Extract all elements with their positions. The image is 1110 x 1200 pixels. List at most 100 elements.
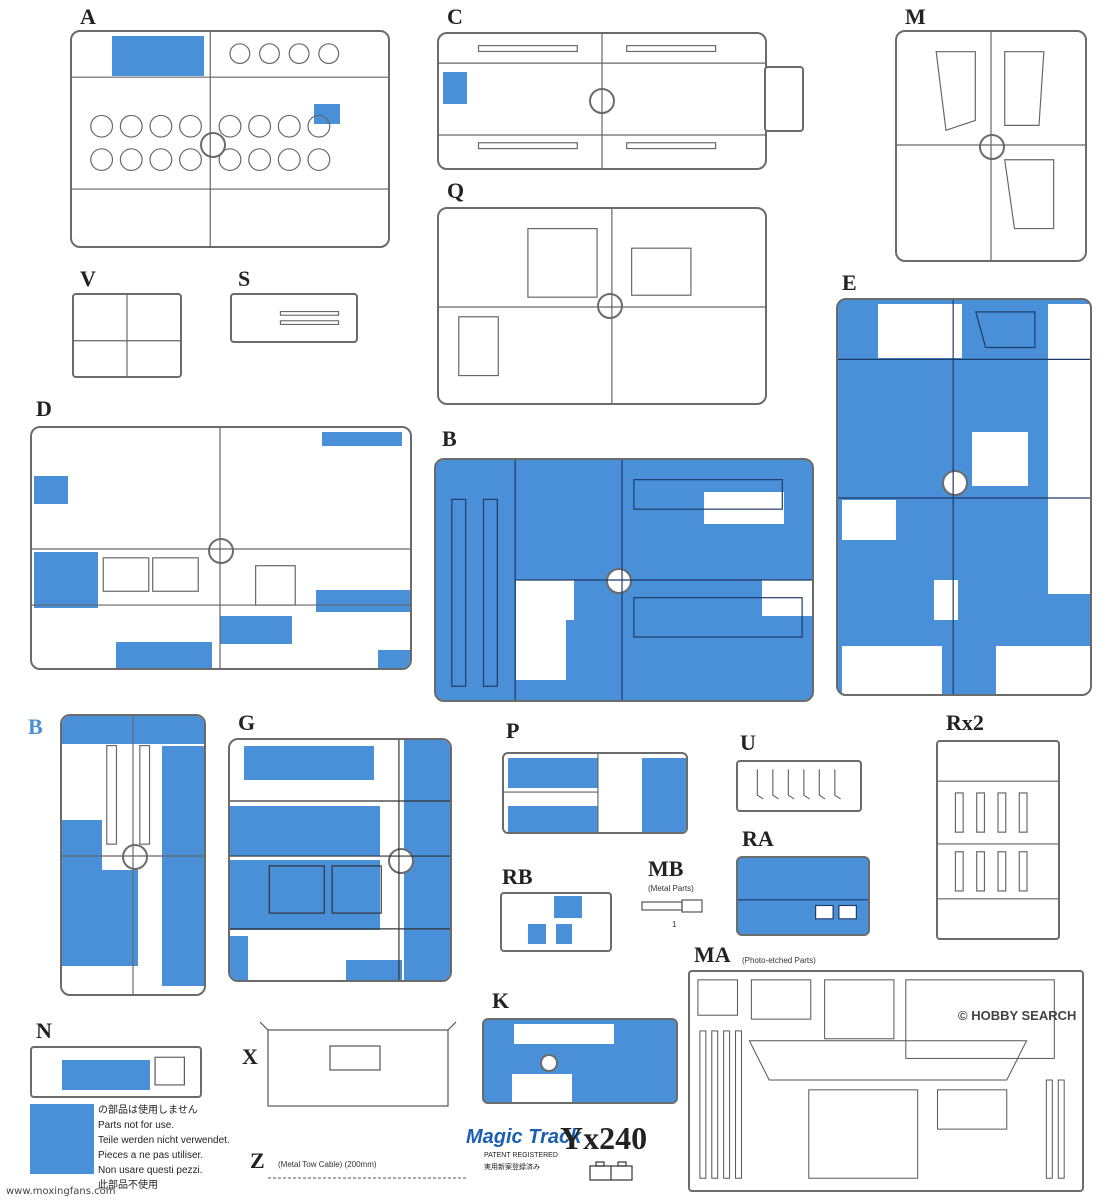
- unused-parts-area: [62, 1060, 150, 1090]
- road-wheel: [277, 148, 301, 172]
- sprue-s-frame: [230, 293, 358, 343]
- unused-parts-area: [62, 820, 102, 870]
- patent-registered-jp: 実用新案登録済み: [484, 1164, 540, 1171]
- sprue-q-drawing: [439, 209, 765, 403]
- sprue-b-small-drawing: [62, 716, 204, 994]
- unused-parts-area: [508, 758, 598, 788]
- sprue-a-frame: [70, 30, 390, 248]
- sprue-label-b-small: B: [28, 714, 43, 739]
- sprue-label-rx2: Rx2: [946, 710, 984, 735]
- sprue-label-k: K: [492, 988, 510, 1013]
- sprue-label-g: G: [238, 710, 256, 735]
- magic-track-logo: Magic Track: [466, 1126, 582, 1148]
- sprue-hub: [388, 848, 414, 874]
- sprue-b-small-frame: [60, 714, 206, 996]
- road-wheel: [218, 114, 242, 138]
- unused-window: [514, 1024, 614, 1044]
- sprue-rb-frame: [500, 892, 612, 952]
- sprue-n-frame: [30, 1046, 202, 1098]
- sprue-n-drawing: [154, 1056, 185, 1086]
- unused-parts-area: [34, 552, 98, 608]
- legend-line-3: Teile werden nicht verwendet.: [98, 1135, 230, 1146]
- drive-sprocket: [259, 43, 280, 65]
- sprue-rx2-drawing: [938, 780, 1058, 900]
- sprue-label-n: N: [36, 1018, 52, 1043]
- sprue-label-rb: RB: [502, 864, 533, 889]
- sprue-d-drawing: [32, 428, 410, 668]
- road-wheel: [307, 148, 331, 172]
- sprue-p-drawing: [504, 754, 599, 832]
- sprue-d-frame: [30, 426, 412, 670]
- sprue-m-drawing: [897, 32, 1085, 260]
- sprue-label-u: U: [740, 730, 756, 755]
- legend-line-4: Pieces a ne pas utiliser.: [98, 1150, 204, 1161]
- legend-line-5: Non usare questi pezzi.: [98, 1165, 203, 1176]
- sprue-q-frame: [437, 207, 767, 405]
- sprue-label-d: D: [36, 396, 52, 421]
- sprue-c-drawing: [439, 34, 765, 168]
- unused-window: [516, 580, 574, 620]
- sprue-e-drawing: [838, 300, 1090, 694]
- road-wheel: [149, 114, 173, 138]
- legend-line-2: Parts not for use.: [98, 1120, 175, 1131]
- sprue-z-sublabel: (Metal Tow Cable) (200mm): [278, 1160, 377, 1169]
- road-wheel: [179, 148, 202, 172]
- road-wheel: [218, 148, 242, 172]
- unused-window: [842, 500, 896, 540]
- drive-sprocket: [229, 43, 251, 65]
- road-wheel: [277, 114, 301, 138]
- unused-parts-area: [162, 746, 204, 986]
- road-wheel: [179, 114, 202, 138]
- sprue-m-frame: [895, 30, 1087, 262]
- sprue-v-drawing: [74, 295, 180, 376]
- sprue-label-z: Z: [250, 1148, 265, 1173]
- unused-window: [842, 646, 942, 694]
- road-wheel: [248, 114, 272, 138]
- road-wheel: [119, 148, 143, 172]
- sprue-v-frame: [72, 293, 182, 378]
- sprue-s-drawing: [279, 311, 340, 325]
- unused-parts-area: [528, 924, 546, 944]
- legend-line-1: の部品は使用しません: [98, 1105, 198, 1116]
- sprue-g-frame: [228, 738, 452, 982]
- sprue-k-frame: [482, 1018, 678, 1104]
- sprue-c-extension: [764, 66, 804, 132]
- unused-parts-area: [244, 746, 374, 780]
- road-wheel: [248, 148, 272, 172]
- legend-swatch: [30, 1104, 94, 1174]
- road-wheel: [307, 114, 331, 138]
- sprue-ra-drawing: [738, 899, 868, 920]
- road-wheel: [90, 148, 114, 172]
- sprue-ra-frame: [736, 856, 870, 936]
- unused-parts-area: [443, 72, 467, 104]
- unused-parts-area: [314, 104, 340, 124]
- unused-parts-area: [112, 36, 204, 76]
- sprue-ma-sublabel: (Photo-etched Parts): [742, 956, 816, 965]
- unused-window: [704, 492, 784, 524]
- sprue-c-frame: [437, 32, 767, 170]
- sprue-hub: [200, 132, 226, 158]
- sprue-hub: [606, 568, 632, 594]
- sprue-hub: [208, 538, 234, 564]
- unused-window: [934, 580, 958, 620]
- road-wheel: [149, 148, 173, 172]
- sprue-b-frame: [434, 458, 814, 702]
- sprue-mb-sublabel: (Metal Parts): [648, 884, 694, 893]
- site-watermark: www.moxingfans.com: [6, 1186, 116, 1197]
- unused-window: [516, 620, 566, 680]
- sprue-label-s: S: [238, 266, 251, 291]
- sprue-label-e: E: [842, 270, 857, 295]
- unused-parts-area: [554, 896, 582, 918]
- sprue-label-mb: MB: [648, 856, 684, 881]
- sprue-label-q: Q: [447, 178, 465, 203]
- sprue-u-frame: [736, 760, 862, 812]
- unused-parts-area: [346, 960, 402, 980]
- unused-parts-area: [220, 616, 292, 644]
- unused-parts-area: [556, 924, 572, 944]
- sprue-hub: [597, 293, 623, 319]
- sprue-e-frame: [836, 298, 1092, 696]
- unused-parts-area: [230, 860, 380, 930]
- patent-registered: PATENT REGISTERED: [484, 1152, 558, 1159]
- legend-line-6: 此部品不使用: [98, 1180, 158, 1191]
- unused-parts-area: [378, 650, 410, 668]
